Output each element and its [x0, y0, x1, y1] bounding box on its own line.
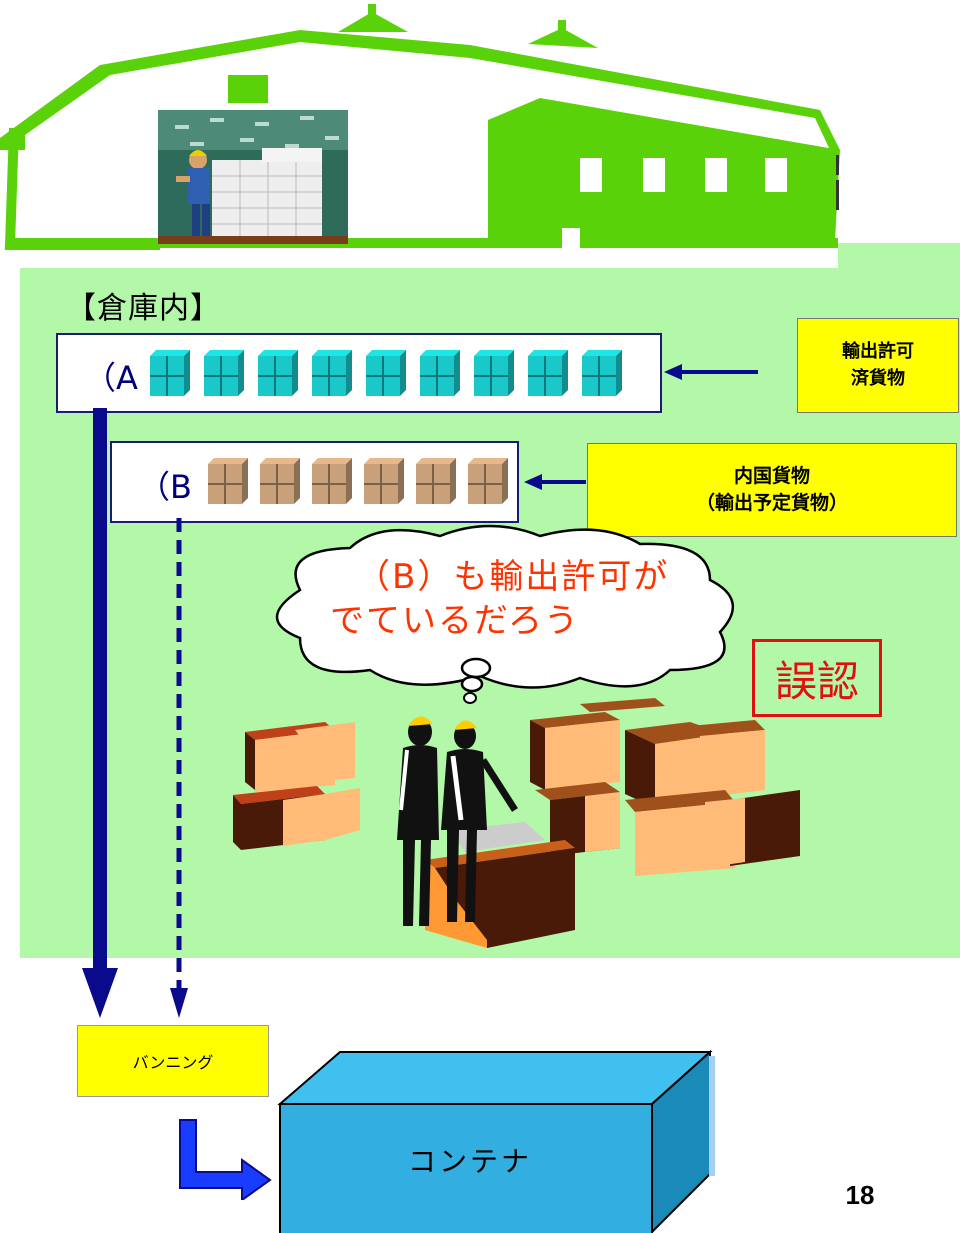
worker-left: [397, 716, 439, 926]
cargo-cube: [364, 458, 404, 504]
export-permitted-line2: 済貨物: [851, 367, 905, 389]
domestic-cargo-label: 内国貨物 （輸出予定貨物）: [587, 443, 957, 537]
worker-right: [441, 720, 518, 922]
export-permitted-label: 輸出許可 済貨物: [797, 318, 959, 413]
window: [765, 158, 787, 192]
arrow-row-a-to-vanning: [82, 408, 118, 1018]
thought-line1: （B）も輸出許可が: [356, 557, 670, 597]
warehouse-interior-title: 【倉庫内】: [66, 291, 221, 326]
cargo-cube: [528, 350, 568, 396]
export-permitted-line1: 輸出許可: [842, 341, 914, 363]
cargo-cube: [312, 350, 352, 396]
arrow-to-row-a: [664, 364, 758, 380]
cargo-row-a-boxes: [150, 350, 622, 396]
cargo-cube: [260, 458, 300, 504]
cargo-cube: [468, 458, 508, 504]
page-number: 18: [845, 1180, 875, 1210]
thought-cloud: [275, 524, 735, 704]
vanning-label: バンニング: [77, 1025, 269, 1097]
warehouse-roof: [0, 30, 840, 150]
worker-photo: [158, 110, 348, 244]
cargo-cube: [474, 350, 514, 396]
workers-clipart: [233, 698, 800, 948]
warehouse-left-wall: [4, 127, 160, 250]
box-pile-right: [530, 698, 800, 876]
window: [705, 158, 727, 192]
cargo-cube: [258, 350, 298, 396]
cargo-row-a-label: （A: [84, 359, 138, 397]
cargo-cube: [150, 350, 190, 396]
container-label: コンテナ: [407, 1145, 532, 1178]
cargo-row-b-label: （B: [138, 468, 192, 506]
box-pile-left: [233, 722, 360, 850]
arrow-vanning-to-container: [179, 1119, 272, 1200]
cargo-cube: [416, 458, 456, 504]
cargo-cube: [366, 350, 406, 396]
container-box: [277, 1049, 715, 1233]
cargo-cube: [312, 458, 352, 504]
thought-line2: でているだろう: [330, 601, 580, 641]
window: [643, 158, 665, 192]
cargo-row-b-boxes: [208, 458, 508, 504]
cargo-cube: [204, 350, 244, 396]
cargo-cube: [208, 458, 248, 504]
window: [580, 158, 602, 192]
warehouse-building: [0, 4, 840, 250]
door: [562, 228, 580, 248]
roof-vent-left: [338, 12, 408, 32]
domestic-cargo-line2: （輸出予定貨物）: [695, 492, 848, 514]
roof-vent-right: [528, 28, 598, 48]
domestic-cargo-line1: 内国貨物: [733, 465, 810, 488]
arrow-row-b-to-vanning-dashed: [170, 518, 188, 1018]
cargo-cube: [582, 350, 622, 396]
arrow-to-row-b: [524, 474, 586, 490]
misrecognition-badge: 誤認: [752, 639, 882, 717]
warehouse-interior-panel-corner: [838, 243, 960, 273]
cargo-cube: [420, 350, 460, 396]
